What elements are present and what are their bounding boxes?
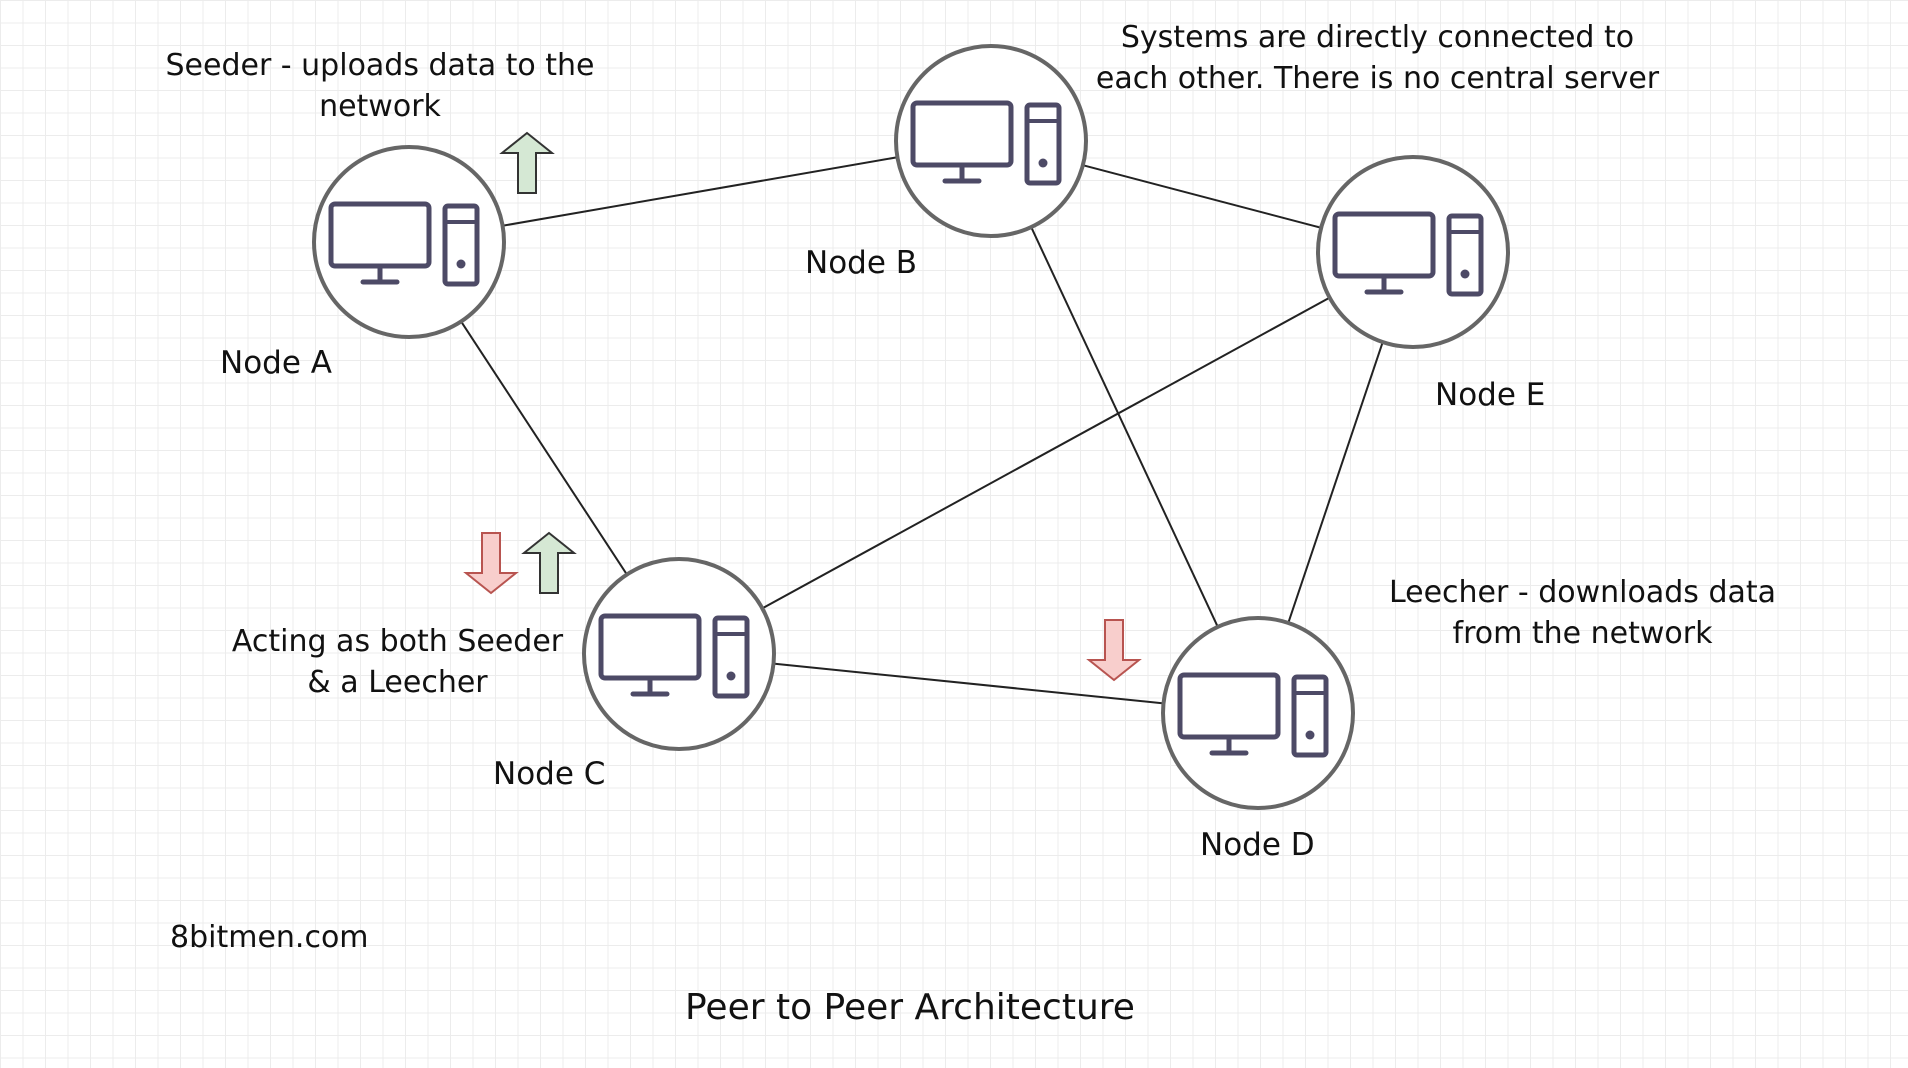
both-note: Acting as both Seeder & a Leecher: [231, 624, 564, 700]
desktop-computer-icon: [598, 613, 750, 699]
edge-c-e: [761, 296, 1331, 610]
desktop-computer-icon: [1177, 672, 1329, 758]
diagram-caption: Peer to Peer Architecture: [685, 987, 1135, 1028]
arrow-up-icon: [521, 531, 577, 594]
edge-a-c: [460, 320, 628, 576]
node-a[interactable]: [312, 145, 506, 339]
edge-c-d: [773, 662, 1164, 705]
node-c-label: Node C: [493, 756, 606, 792]
systems-note: Systems are directly connected to each o…: [1095, 20, 1660, 96]
node-e-label: Node E: [1435, 377, 1546, 413]
edges: [460, 156, 1384, 705]
desktop-computer-icon: [328, 201, 480, 287]
node-c[interactable]: [582, 557, 776, 751]
arrows: [463, 131, 1142, 682]
node-b-label: Node B: [805, 245, 918, 281]
node-d-label: Node D: [1200, 827, 1315, 863]
nodes: [312, 44, 1510, 810]
edge-e-d: [1287, 341, 1384, 624]
desktop-computer-icon: [1332, 211, 1484, 297]
watermark: 8bitmen.com: [170, 920, 369, 955]
edge-b-d: [1030, 226, 1219, 628]
edge-a-b: [502, 156, 898, 227]
arrow-up-icon: [499, 131, 555, 194]
node-b[interactable]: [894, 44, 1088, 238]
node-e[interactable]: [1316, 155, 1510, 349]
seeder-note: Seeder - uploads data to the network: [165, 48, 595, 124]
desktop-computer-icon: [910, 100, 1062, 186]
node-a-label: Node A: [220, 345, 332, 381]
leecher-note: Leecher - downloads data from the networ…: [1388, 575, 1777, 651]
arrow-down-icon: [463, 532, 519, 595]
edge-b-e: [1082, 164, 1322, 229]
arrow-down-icon: [1086, 619, 1142, 682]
node-d[interactable]: [1161, 616, 1355, 810]
